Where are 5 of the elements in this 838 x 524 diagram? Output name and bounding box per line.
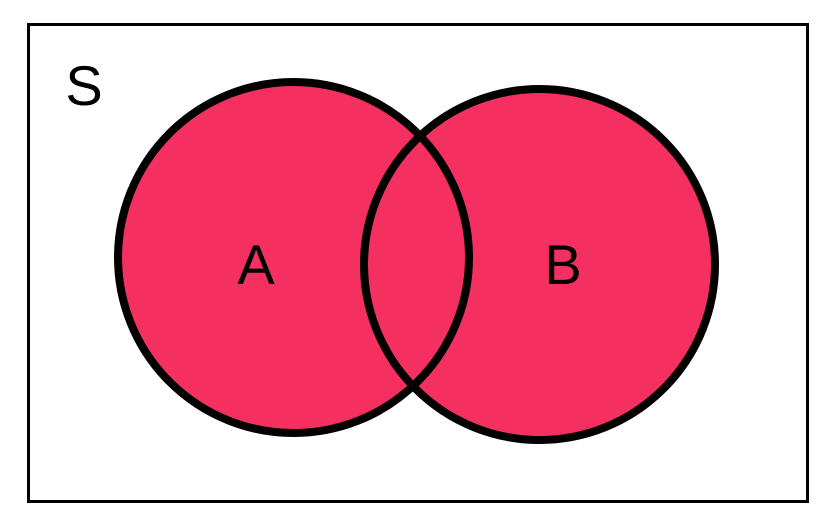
set-circle [360, 85, 719, 444]
universal-set-label: S [65, 58, 103, 114]
set-label: A [237, 237, 275, 293]
set-label: B [544, 237, 582, 293]
universal-set-box [27, 23, 809, 503]
